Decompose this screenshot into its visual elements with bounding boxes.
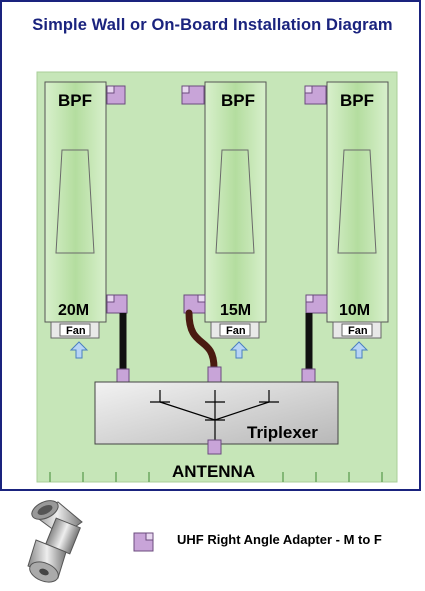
board-mounting-tabs [49,472,383,482]
adapter-icon [106,294,128,314]
filter-20m [44,81,107,339]
uhf-adapter-photo [27,500,83,583]
filter-label: BPF [58,91,92,110]
antenna-label: ANTENNA [172,462,255,481]
triplexer-box [94,381,339,445]
adapter-icon [181,85,205,105]
filter-cavity-shape [55,149,95,254]
band-label: 15M [220,302,251,319]
adapter-icon [106,85,126,105]
filter-label: BPF [340,91,374,110]
filter-cavity-shape [215,149,255,254]
adapter-icon [183,294,206,314]
fan-label: Fan [226,325,246,337]
filter-10m [326,81,389,339]
filter-label: BPF [221,91,255,110]
airflow-arrow-icon [229,341,249,359]
band-label: 20M [58,302,89,319]
adapter-icon [305,294,328,314]
triplexer-circuit [150,390,279,440]
fan-label: Fan [348,325,368,337]
coax-cable-15m [185,309,218,372]
airflow-arrow-icon [69,341,89,359]
uhf-adapter-icon [133,532,154,552]
antenna-connector [207,439,222,455]
band-label: 10M [339,302,370,319]
adapter-icon [304,85,327,105]
triplexer-input-connector [207,366,222,384]
legend-text: UHF Right Angle Adapter - M to F [177,532,382,547]
filter-cavity-shape [337,149,377,254]
diagram-title: Simple Wall or On-Board Installation Dia… [32,16,393,34]
airflow-arrow-icon [349,341,369,359]
fan-label: Fan [66,325,86,337]
triplexer-input-connector [116,368,130,384]
triplexer-input-connector [301,368,316,384]
filter-15m [204,81,267,339]
triplexer-label: Triplexer [247,423,318,442]
